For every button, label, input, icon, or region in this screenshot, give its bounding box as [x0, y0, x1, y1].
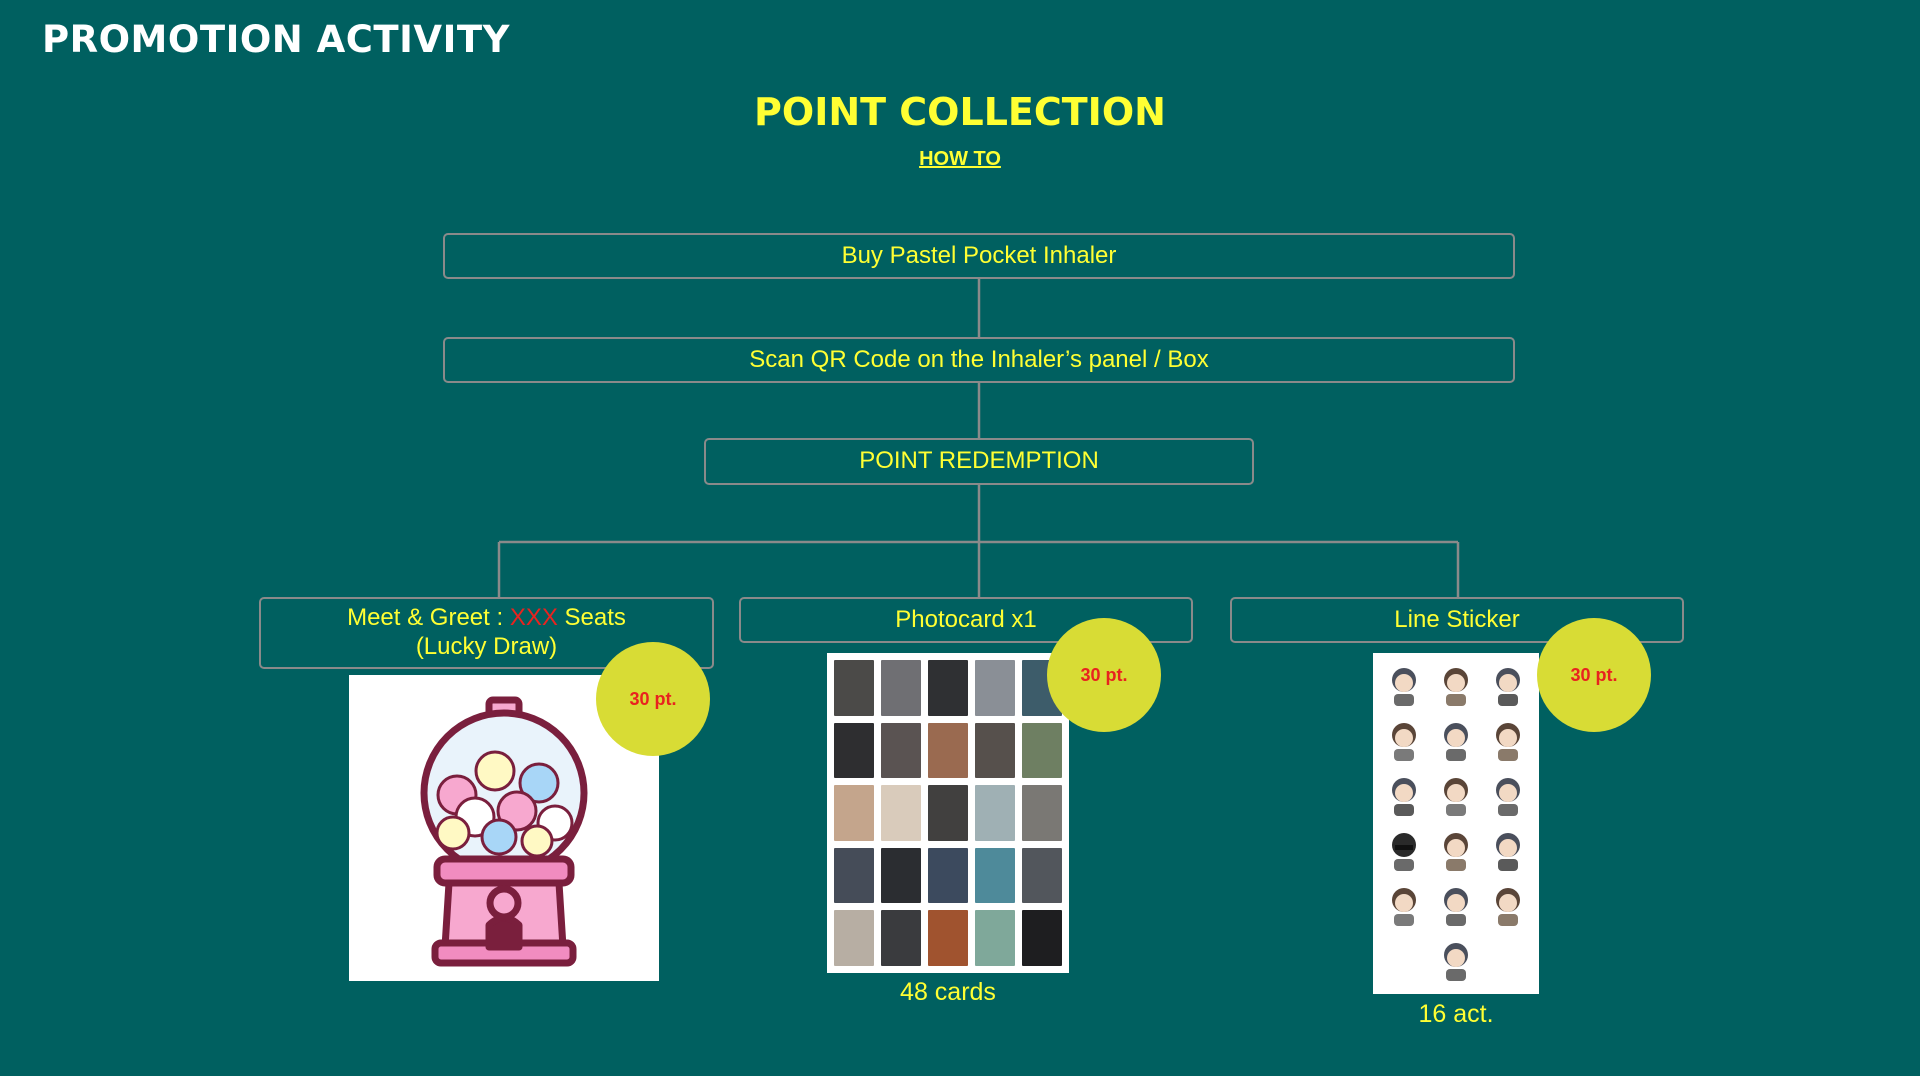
photocard-thumb: [834, 722, 874, 779]
photocard-thumb: [1022, 785, 1062, 841]
sticker-thumb: [1381, 771, 1427, 820]
points-label: 30 pt.: [629, 688, 677, 709]
step-buy-inhaler-label: Buy Pastel Pocket Inhaler: [841, 241, 1117, 269]
main-heading: POINT COLLECTION: [754, 90, 1166, 134]
sticker-thumb: [1381, 661, 1427, 710]
points-badge-photocard: 30 pt.: [1047, 618, 1161, 732]
page-title: PROMOTION ACTIVITY: [42, 18, 510, 61]
photocard-thumb: [834, 910, 874, 966]
sticker-caption: 16 act.: [1418, 1000, 1494, 1028]
sticker-thumb: [1485, 771, 1531, 820]
photocard-thumb: [1022, 910, 1062, 966]
step-scan-qr: Scan QR Code on the Inhaler’s panel / Bo…: [443, 337, 1515, 383]
photocard-thumb: [881, 660, 921, 716]
sticker-thumb: [1485, 882, 1531, 931]
option-meet-greet: Meet & Greet : XXX Seats (Lucky Draw): [259, 597, 714, 669]
points-label: 30 pt.: [1570, 664, 1618, 685]
photocard-caption: 48 cards: [900, 978, 996, 1006]
sticker-thumb: [1381, 882, 1427, 931]
option-photocard: Photocard x1: [739, 597, 1193, 643]
photocard-thumb: [881, 722, 921, 779]
sticker-thumb: [1485, 716, 1531, 765]
photocard-thumb: [881, 785, 921, 841]
photocard-thumb: [928, 847, 968, 904]
meet-greet-suffix: Seats: [557, 604, 626, 632]
step-buy-inhaler: Buy Pastel Pocket Inhaler: [443, 233, 1515, 279]
points-badge-line-sticker: 30 pt.: [1537, 618, 1651, 732]
sticker-thumb: [1381, 716, 1427, 765]
sticker-thumb: [1381, 827, 1427, 876]
step-scan-qr-label: Scan QR Code on the Inhaler’s panel / Bo…: [749, 345, 1209, 373]
meet-greet-prefix: Meet & Greet :: [347, 604, 510, 632]
sticker-thumb: [1485, 937, 1531, 986]
option-line-sticker-label: Line Sticker: [1394, 605, 1520, 633]
sticker-thumb: [1485, 661, 1531, 710]
photocard-thumb: [928, 785, 968, 841]
photocard-sheet: [827, 653, 1069, 973]
photocard-thumb: [1022, 722, 1062, 779]
sticker-thumb: [1433, 882, 1479, 931]
sticker-thumb: [1433, 937, 1479, 986]
sticker-thumb: [1433, 771, 1479, 820]
photocard-thumb: [928, 910, 968, 966]
photocard-image: [827, 653, 1069, 973]
photocard-thumb: [834, 847, 874, 904]
photocard-thumb: [928, 660, 968, 716]
sticker-thumb: [1485, 827, 1531, 876]
sticker-thumb: [1381, 937, 1427, 986]
option-line-sticker: Line Sticker: [1230, 597, 1684, 643]
photocard-thumb: [928, 722, 968, 779]
photocard-thumb: [834, 660, 874, 716]
sticker-thumb: [1433, 716, 1479, 765]
photocard-thumb: [881, 910, 921, 966]
points-badge-meet-greet: 30 pt.: [596, 642, 710, 756]
step-point-redemption-label: POINT REDEMPTION: [859, 447, 1099, 475]
option-meet-greet-line2: (Lucky Draw): [415, 633, 558, 660]
photocard-thumb: [1022, 847, 1062, 904]
how-to-subheading: HOW TO: [919, 148, 1001, 170]
photocard-thumb: [975, 722, 1015, 779]
gumball-machine-icon: [420, 696, 588, 967]
sticker-thumb: [1433, 661, 1479, 710]
photocard-thumb: [975, 660, 1015, 716]
photocard-thumb: [834, 785, 874, 841]
sticker-image: [1373, 653, 1539, 994]
sticker-thumb: [1433, 827, 1479, 876]
sticker-sheet: [1373, 653, 1539, 994]
photocard-thumb: [975, 785, 1015, 841]
photocard-thumb: [881, 847, 921, 904]
option-photocard-label: Photocard x1: [895, 605, 1037, 633]
photocard-thumb: [975, 847, 1015, 904]
option-meet-greet-line1: Meet & Greet : XXX Seats: [347, 604, 626, 633]
photocard-thumb: [975, 910, 1015, 966]
seats-count-placeholder: XXX: [509, 604, 558, 632]
step-point-redemption: POINT REDEMPTION: [704, 438, 1254, 485]
points-label: 30 pt.: [1080, 664, 1128, 685]
